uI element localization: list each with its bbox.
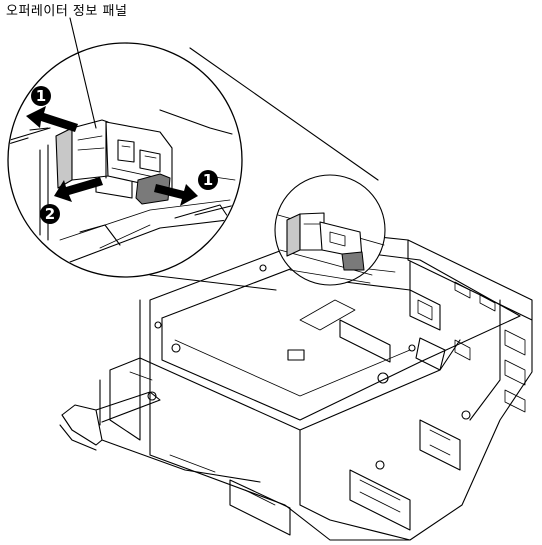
step-1-badge-left-text: 1 <box>36 87 46 105</box>
operator-info-panel-label: 오퍼레이터 정보 패널 <box>6 4 128 19</box>
step-1-badge-left: 1 <box>31 86 51 106</box>
panel-location-circle <box>274 174 386 286</box>
pull-arrow-right <box>154 184 198 206</box>
label-leader-line <box>69 17 97 129</box>
magnifier-lines <box>149 47 379 291</box>
operator-info-panel-zoomed <box>55 119 173 205</box>
pull-arrow-left <box>26 106 78 132</box>
step-2-badge-text: 2 <box>45 205 55 223</box>
step-1-badge-right: 1 <box>198 170 218 190</box>
media-cage-body <box>99 231 533 541</box>
step-2-badge: 2 <box>40 204 60 224</box>
step-1-badge-right-text: 1 <box>203 171 213 189</box>
pull-arrow-down-left <box>54 177 103 202</box>
zoom-detail-circle <box>7 42 243 278</box>
front-bracket-tab <box>59 391 261 483</box>
